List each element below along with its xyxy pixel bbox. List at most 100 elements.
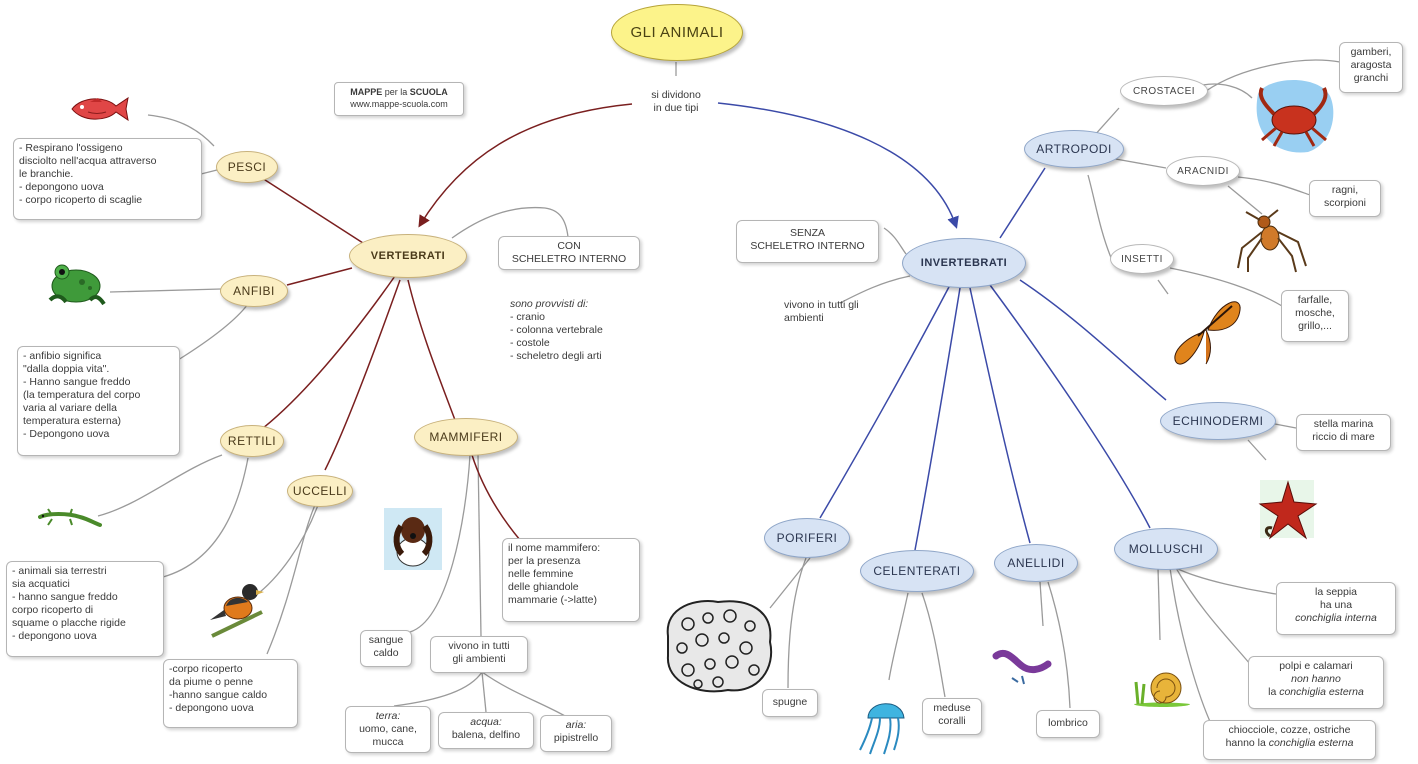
echinodermi-desc-box: stella marina riccio di mare xyxy=(1296,414,1391,451)
anfibi-desc-line: varia al variare della xyxy=(23,402,117,414)
crostacei-desc-box: gamberi, aragosta granchi xyxy=(1339,42,1403,93)
celenterati-node[interactable]: CELENTERATI xyxy=(860,550,974,592)
echinodermi-title: ECHINODERMI xyxy=(1172,414,1264,428)
anellidi-desc-line: lombrico xyxy=(1048,717,1088,729)
chiocciole-line: hanno la xyxy=(1225,737,1269,749)
rettili-title: RETTILI xyxy=(227,434,277,448)
aracnidi-title: ARACNIDI xyxy=(1177,165,1229,177)
anellidi-node[interactable]: ANELLIDI xyxy=(994,544,1078,582)
aracnidi-desc-line: scorpioni xyxy=(1323,197,1367,209)
crostacei-desc-line: gamberi, xyxy=(1350,46,1392,58)
pesci-desc-line: - Respirano l'ossigeno xyxy=(19,142,123,154)
anellidi-desc-box: lombrico xyxy=(1036,710,1100,738)
poriferi-title: PORIFERI xyxy=(776,531,838,545)
poriferi-desc-line: spugne xyxy=(772,696,808,708)
provided-item: - colonna vertebrale xyxy=(510,324,603,336)
anfibi-desc-line: (la temperatura del corpo xyxy=(23,389,141,401)
molluschi-node[interactable]: MOLLUSCHI xyxy=(1114,528,1218,570)
anfibi-desc-line: "dalla doppia vita". xyxy=(23,363,110,375)
rettili-desc-line: squame o placche rigide xyxy=(12,617,126,629)
provided-item: - scheletro degli arti xyxy=(510,350,602,362)
root-link-line: si dividono xyxy=(651,89,701,101)
uccelli-node[interactable]: UCCELLI xyxy=(287,475,353,507)
lizard-icon xyxy=(38,508,102,527)
credit-box: MAPPE per la SCUOLA www.mappe-scuola.com xyxy=(334,82,464,116)
uccelli-desc-line: -hanno sangue caldo xyxy=(169,689,268,701)
bird-icon xyxy=(210,584,264,638)
poriferi-node[interactable]: PORIFERI xyxy=(764,518,850,558)
blood-line: sangue xyxy=(368,634,404,646)
uccelli-title: UCCELLI xyxy=(292,484,348,498)
aracnidi-node[interactable]: ARACNIDI xyxy=(1166,156,1240,186)
celenterati-desc-line: meduse xyxy=(933,702,971,714)
mammiferi-habitat-box: vivono in tutti gli ambienti xyxy=(430,636,528,673)
provided-item: - cranio xyxy=(510,311,546,323)
rettili-desc-line: sia acquatici xyxy=(12,578,70,590)
credit-brand-b: SCUOLA xyxy=(409,87,448,97)
rettili-node[interactable]: RETTILI xyxy=(220,425,284,457)
crostacei-desc-line: granchi xyxy=(1353,72,1389,84)
acqua-label: acqua: xyxy=(470,716,502,728)
root-title: GLI ANIMALI xyxy=(630,24,724,41)
uccelli-desc-line: -corpo ricoperto xyxy=(169,663,243,675)
pesci-desc-line: disciolto nell'acqua attraverso xyxy=(19,155,157,167)
pesci-desc-line: - depongono uova xyxy=(19,181,104,193)
echinodermi-node[interactable]: ECHINODERMI xyxy=(1160,402,1276,440)
butterfly-icon xyxy=(1174,301,1241,365)
vertebrati-provided-list: sono provvisti di: - cranio - colonna ve… xyxy=(510,298,603,363)
root-node[interactable]: GLI ANIMALI xyxy=(611,4,743,61)
anfibi-node[interactable]: ANFIBI xyxy=(220,275,288,307)
celenterati-title: CELENTERATI xyxy=(873,564,961,578)
aracnidi-desc-box: ragni, scorpioni xyxy=(1309,180,1381,217)
credit-brand-a: MAPPE xyxy=(350,87,383,97)
echinodermi-desc-line: stella marina xyxy=(1313,418,1374,430)
vertebrati-skeleton-line: CON xyxy=(557,240,581,252)
chiocciole-box: chiocciole, cozze, ostriche hanno la con… xyxy=(1203,720,1376,760)
artropodi-node[interactable]: ARTROPODI xyxy=(1024,130,1124,168)
terra-line: mucca xyxy=(372,736,404,748)
invertebrati-skeleton-line: SCHELETRO INTERNO xyxy=(750,240,865,252)
pesci-desc-box: - Respirano l'ossigeno disciolto nell'ac… xyxy=(13,138,202,220)
provided-title: sono provvisti di: xyxy=(510,298,589,310)
aracnidi-desc-line: ragni, xyxy=(1331,184,1359,196)
invertebrati-skeleton-line: SENZA xyxy=(789,227,825,239)
uccelli-desc-line: da piume o penne xyxy=(169,676,254,688)
frog-icon xyxy=(48,264,106,306)
crostacei-node[interactable]: CROSTACEI xyxy=(1120,76,1208,106)
insetti-title: INSETTI xyxy=(1121,253,1163,265)
terra-label: terra: xyxy=(375,710,401,722)
invertebrati-skeleton-box: SENZA SCHELETRO INTERNO xyxy=(736,220,879,263)
insetti-node[interactable]: INSETTI xyxy=(1110,244,1174,274)
terra-line: uomo, cane, xyxy=(359,723,417,735)
rettili-desc-line: corpo ricoperto di xyxy=(12,604,94,616)
pesci-node[interactable]: PESCI xyxy=(216,151,278,183)
insetti-desc-line: mosche, xyxy=(1295,307,1335,319)
mammiferi-node[interactable]: MAMMIFERI xyxy=(414,418,518,456)
insetti-desc-line: farfalle, xyxy=(1297,294,1333,306)
vertebrati-node[interactable]: VERTEBRATI xyxy=(349,234,467,278)
mammiferi-name-line: mammarie (->latte) xyxy=(508,594,597,606)
insetti-desc-line: grillo,... xyxy=(1298,320,1332,332)
anfibi-desc-box: - anfibio significa "dalla doppia vita".… xyxy=(17,346,180,456)
anellidi-title: ANELLIDI xyxy=(1007,556,1065,570)
acqua-box: acqua: balena, delfino xyxy=(438,712,534,749)
anfibi-desc-line: - Hanno sangue freddo xyxy=(23,376,131,388)
invertebrati-habitat: vivono in tutti gli ambienti xyxy=(784,299,859,325)
anfibi-desc-line: - anfibio significa xyxy=(23,350,102,362)
crostacei-title: CROSTACEI xyxy=(1132,85,1196,97)
vertebrati-skeleton-box: CON SCHELETRO INTERNO xyxy=(498,236,640,270)
polpi-line: polpi e calamari xyxy=(1279,660,1353,672)
anfibi-desc-line: - Depongono uova xyxy=(23,428,110,440)
chiocciole-line: chiocciole, cozze, ostriche xyxy=(1228,724,1351,736)
credit-brand-mid: per la xyxy=(382,87,410,97)
artropodi-title: ARTROPODI xyxy=(1036,142,1112,156)
anfibi-desc-line: temperatura esterna) xyxy=(23,415,122,427)
aria-line: pipistrello xyxy=(553,732,599,744)
mammiferi-name-line: delle ghiandole xyxy=(508,581,579,593)
pesci-title: PESCI xyxy=(227,160,267,174)
crab-icon xyxy=(1256,80,1334,153)
polpi-line: conchiglia esterna xyxy=(1279,686,1364,698)
invertebrati-node[interactable]: INVERTEBRATI xyxy=(902,238,1026,288)
